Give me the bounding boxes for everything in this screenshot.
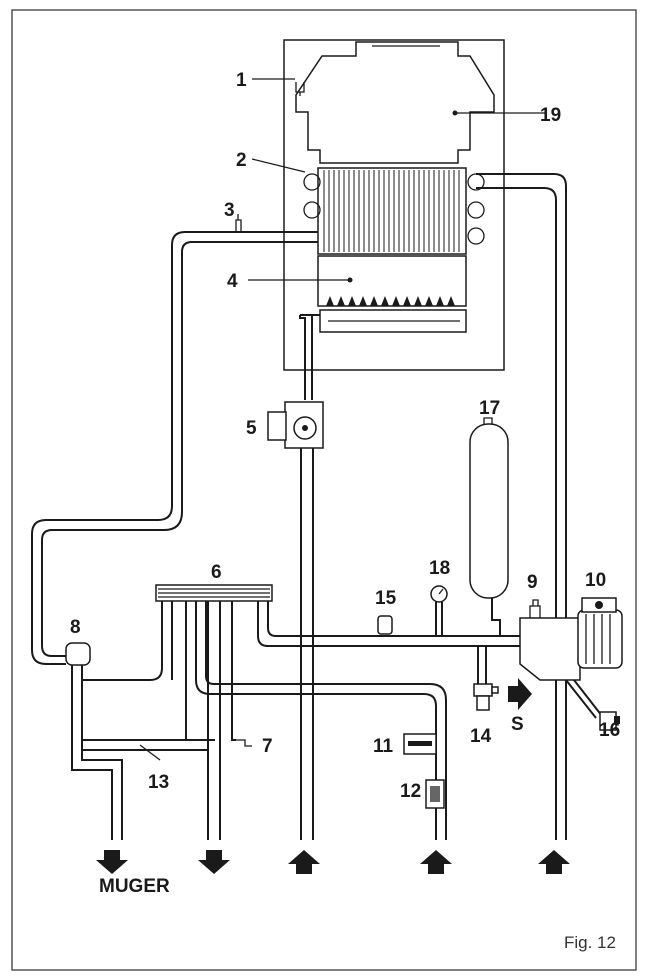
callout-11: 11	[373, 736, 394, 757]
callout-13: 13	[148, 772, 169, 793]
page-frame	[11, 9, 637, 971]
burner-flames	[326, 296, 455, 306]
gas-pipe	[299, 314, 320, 400]
up-arrow-water	[420, 850, 452, 874]
down-arrow-heating	[198, 850, 230, 874]
up-arrow-gas	[288, 850, 320, 874]
safety-valve	[65, 642, 91, 666]
leader-lines	[248, 78, 545, 281]
right-arrow-s	[508, 678, 532, 710]
circulating-pump	[577, 597, 623, 669]
filling-valve	[473, 646, 499, 711]
callout-5: 5	[246, 418, 257, 439]
sensor-1	[295, 82, 305, 96]
bypass-pipe	[82, 739, 208, 751]
callout-7: 7	[262, 736, 273, 757]
down-arrow-outlet	[96, 850, 128, 874]
heating-return-pipe	[476, 173, 567, 840]
callout-2: 2	[236, 150, 247, 171]
callout-4: 4	[227, 271, 238, 292]
flow-arrows	[96, 678, 570, 874]
side-label: S	[511, 714, 524, 735]
callout-3: 3	[224, 200, 235, 221]
callout-8: 8	[70, 617, 81, 638]
up-arrow-return	[538, 850, 570, 874]
outlet-label: MUGER	[99, 876, 170, 897]
expansion-vessel	[469, 423, 509, 599]
pump-air-vent	[529, 599, 541, 618]
fume-hood	[295, 41, 495, 164]
boiler-casing	[283, 39, 505, 371]
callout-14: 14	[470, 726, 492, 747]
callout-6: 6	[211, 562, 222, 583]
callout-15: 15	[375, 588, 397, 609]
gas-valve	[267, 401, 324, 449]
pump-housing	[519, 617, 581, 681]
pressure-gauge	[430, 585, 448, 603]
callout-16: 16	[599, 720, 620, 741]
drain-tap	[232, 739, 252, 747]
callout-18: 18	[429, 558, 450, 579]
callout-9: 9	[527, 572, 538, 593]
heat-exchanger	[317, 167, 467, 255]
air-vent	[235, 214, 242, 232]
plate-exchanger	[155, 584, 273, 602]
callout-19: 19	[540, 105, 561, 126]
callout-12: 12	[400, 781, 421, 802]
callout-1: 1	[236, 70, 247, 91]
heat-exchanger-fins	[323, 170, 460, 252]
temperature-sensor	[377, 615, 393, 635]
callout-17: 17	[479, 398, 500, 419]
callout-10: 10	[585, 570, 606, 591]
heating-flow-pipe	[31, 231, 318, 665]
figure-label: Fig. 12	[564, 933, 616, 952]
pressure-switch	[565, 679, 620, 731]
